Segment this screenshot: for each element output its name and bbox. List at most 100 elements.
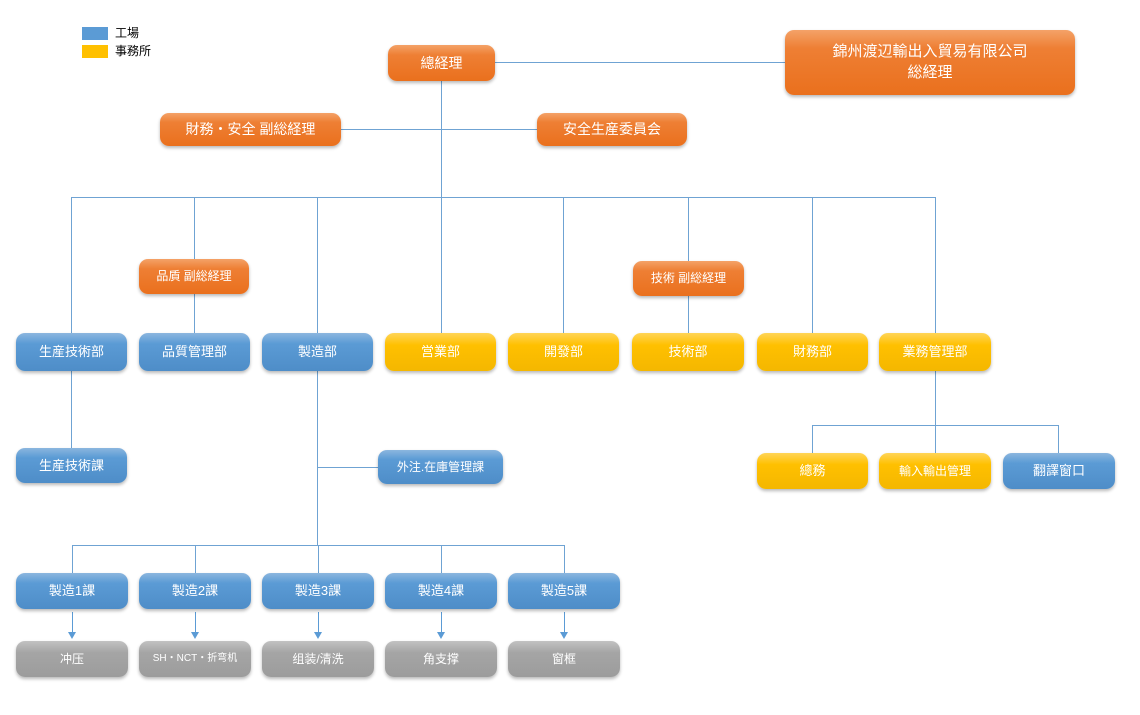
org-node-finance-dept: 財務部 — [757, 333, 868, 371]
org-node-label: 営業部 — [420, 344, 460, 360]
org-node-label: 生産技術課 — [38, 457, 104, 473]
org-node-label: 角支撑 — [422, 651, 459, 666]
org-node-label: 財務・安全 副総経理 — [185, 121, 316, 138]
org-node-process-stamping: 冲压 — [16, 641, 128, 677]
org-node-translation-window: 翻譯窗口 — [1003, 453, 1115, 489]
legend-item-factory: 工場 — [82, 26, 151, 41]
org-node-manufacturing-section-1: 製造1課 — [16, 573, 128, 609]
org-node-label: 翻譯窗口 — [1032, 463, 1085, 479]
org-node-label: 冲压 — [59, 651, 84, 666]
arrow-down-icon — [560, 632, 568, 639]
connector-line — [441, 81, 442, 197]
arrow-down-icon — [314, 632, 322, 639]
org-node-label: 總務 — [799, 463, 826, 479]
org-node-manufacturing-section-5: 製造5課 — [508, 573, 620, 609]
arrow-line — [318, 612, 319, 633]
connector-line — [341, 129, 537, 130]
org-node-parent-company-gm: 錦州渡辺輸出入貿易有限公司総経理 — [785, 30, 1075, 95]
org-node-process-window-frame: 窗框 — [508, 641, 620, 677]
org-node-label: 安全生産委員会 — [563, 121, 661, 138]
org-node-import-export-admin: 輸入輸出管理 — [879, 453, 991, 489]
org-node-technology-vice-gm: 技術 副総経理 — [633, 261, 744, 296]
org-node-general-affairs: 總務 — [757, 453, 868, 489]
connector-line — [688, 197, 689, 261]
org-node-label: 総経理 — [907, 63, 953, 81]
org-node-label: 總経理 — [420, 54, 463, 71]
org-node-manufacturing-section-3: 製造3課 — [262, 573, 374, 609]
org-node-manufacturing-section-4: 製造4課 — [385, 573, 497, 609]
connector-line — [318, 545, 319, 573]
org-node-label: 外注.在庫管理課 — [396, 459, 485, 474]
org-node-label: 製造2課 — [171, 583, 219, 599]
org-node-production-tech-dept: 生産技術部 — [16, 333, 127, 371]
org-node-manufacturing-dept: 製造部 — [262, 333, 373, 371]
org-node-sales-dept: 営業部 — [385, 333, 496, 371]
connector-line — [935, 197, 936, 333]
connector-line — [71, 197, 72, 333]
connector-line — [688, 296, 689, 333]
org-node-label: 財務部 — [792, 344, 832, 360]
org-node-label: 製造5課 — [540, 583, 588, 599]
arrow-down-icon — [437, 632, 445, 639]
org-node-label: 製造4課 — [417, 583, 465, 599]
connector-line — [1058, 425, 1059, 453]
connector-line — [194, 197, 195, 259]
org-node-label: 業務管理部 — [902, 344, 968, 360]
org-node-business-admin-dept: 業務管理部 — [879, 333, 991, 371]
org-node-label: 品質管理部 — [161, 344, 227, 360]
connector-line — [564, 545, 565, 573]
org-node-technology-dept: 技術部 — [632, 333, 744, 371]
connector-line — [563, 197, 564, 333]
arrow-line — [72, 612, 73, 633]
connector-line — [935, 371, 936, 425]
legend-item-office: 事務所 — [82, 44, 151, 59]
connector-line — [194, 294, 195, 333]
org-node-label: 輸入輸出管理 — [898, 463, 971, 478]
org-node-process-corner-brace: 角支撑 — [385, 641, 497, 677]
org-node-process-assembly-clean: 组装/清洗 — [262, 641, 374, 677]
connector-line — [812, 425, 813, 453]
arrow-down-icon — [68, 632, 76, 639]
org-node-general-manager: 總経理 — [388, 45, 495, 81]
org-node-label: 製造3課 — [294, 583, 342, 599]
org-node-label: 窗框 — [551, 651, 576, 666]
connector-line — [317, 371, 318, 545]
connector-line — [441, 197, 442, 333]
connector-line — [441, 545, 442, 573]
connector-line — [317, 197, 318, 333]
org-node-finance-safety-vice-gm: 財務・安全 副総経理 — [160, 113, 341, 146]
legend-label-factory: 工場 — [115, 26, 140, 40]
org-node-label: 生産技術部 — [38, 344, 104, 360]
office-color-swatch — [82, 45, 108, 58]
org-node-label: 製造1課 — [48, 583, 96, 599]
arrow-down-icon — [191, 632, 199, 639]
org-node-label: 组装/清洗 — [292, 651, 344, 666]
org-node-development-dept: 開發部 — [508, 333, 619, 371]
org-node-production-tech-section: 生産技術課 — [16, 448, 127, 483]
connector-line — [71, 371, 72, 448]
factory-color-swatch — [82, 27, 108, 40]
org-node-manufacturing-section-2: 製造2課 — [139, 573, 251, 609]
arrow-line — [564, 612, 565, 633]
connector-line — [195, 545, 196, 573]
connector-line — [71, 197, 935, 198]
arrow-line — [195, 612, 196, 633]
connector-line — [72, 545, 73, 573]
connector-line — [935, 425, 936, 453]
org-node-label: 品貭 副総経理 — [156, 269, 232, 284]
arrow-line — [441, 612, 442, 633]
org-node-outsourcing-inventory: 外注.在庫管理課 — [378, 450, 503, 484]
connector-line — [317, 467, 378, 468]
org-node-label: 製造部 — [297, 344, 337, 360]
org-node-label: SH・NCT・折弯机 — [152, 653, 238, 665]
org-node-label: 開發部 — [543, 344, 583, 360]
org-node-quality-control-dept: 品質管理部 — [139, 333, 250, 371]
org-node-label: 技術部 — [668, 344, 708, 360]
org-node-label: 錦州渡辺輸出入貿易有限公司 — [832, 43, 1028, 61]
org-node-label: 技術 副総経理 — [650, 271, 727, 286]
org-node-process-sh-nct-bending: SH・NCT・折弯机 — [139, 641, 251, 677]
legend-label-office: 事務所 — [115, 44, 152, 58]
connector-line — [495, 62, 785, 63]
legend: 工場 事務所 — [82, 26, 151, 62]
org-node-quality-vice-gm: 品貭 副総経理 — [139, 259, 249, 294]
